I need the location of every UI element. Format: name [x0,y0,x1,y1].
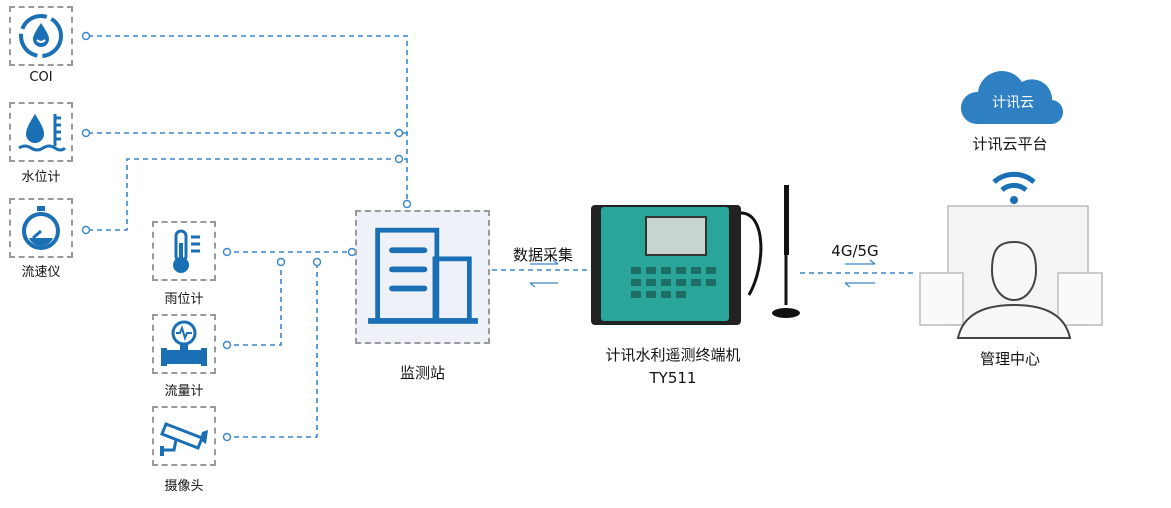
junction-dot [276,257,286,267]
management-center [918,170,1104,340]
sensor-box-rain [152,221,216,281]
junction-dot [394,128,404,138]
sensor-box-flowmeter [152,314,216,374]
junction-dot [81,225,91,235]
building-icon [367,227,478,324]
junction-dot [312,257,322,267]
center-label: 管理中心 [979,350,1040,368]
camera-icon [160,422,208,456]
sensor-label-flow-speed: 流速仪 [21,265,61,280]
junction-dot [222,432,232,442]
telemetry-device [591,185,801,335]
device-name: 计讯水利遥测终端机 [605,346,741,364]
sensor-box-flow-speed [9,198,73,258]
cloud-icon: 计讯云 [958,68,1068,128]
sensor-box-water-level [9,102,73,162]
flowmeter-icon [161,320,207,366]
sensor-label-camera: 摄像头 [164,479,204,494]
data-collection-label: 数据采集 [512,246,573,264]
cloud-text: 计讯云 [992,95,1034,111]
thermometer-icon [173,229,200,273]
junction-dot [81,128,91,138]
water-level-icon [18,114,67,152]
cloud-label: 计讯云平台 [972,135,1048,153]
junction-dot [402,199,412,209]
stopwatch-icon [22,206,60,250]
water-drop-circle-icon [19,14,63,58]
sensor-label-flowmeter: 流量计 [164,384,204,399]
user-icon [956,240,1072,339]
wifi-icon [992,171,1036,204]
sensor-label-water-level: 水位计 [21,170,61,185]
network-label: 4G/5G [831,242,879,260]
junction-dot [81,31,91,41]
junction-dot [222,247,232,257]
sensor-label-rain: 雨位计 [164,292,204,307]
junction-dot [394,154,404,164]
device-model: TY511 [649,369,697,387]
sensor-box-coi [9,6,73,66]
station-box [355,210,490,344]
junction-dot [222,340,232,350]
sensor-box-camera [152,406,216,466]
station-label: 监测站 [399,364,445,382]
sensor-label-coi: COI [29,70,53,85]
